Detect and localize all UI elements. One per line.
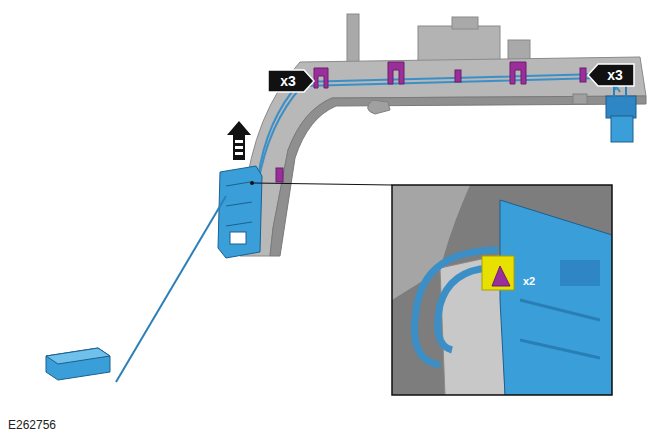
direction-arrow <box>227 121 251 160</box>
detail-view <box>392 185 612 395</box>
wiring <box>258 74 620 184</box>
figure-number: E262756 <box>8 416 78 434</box>
retaining-clips <box>276 62 586 182</box>
callout-quantity: x3 <box>268 70 308 92</box>
callout-quantity: x2 <box>516 273 542 289</box>
callout-quantity: x3 <box>596 64 634 86</box>
fuel-level-sender <box>46 166 262 382</box>
leader-line <box>252 183 392 185</box>
